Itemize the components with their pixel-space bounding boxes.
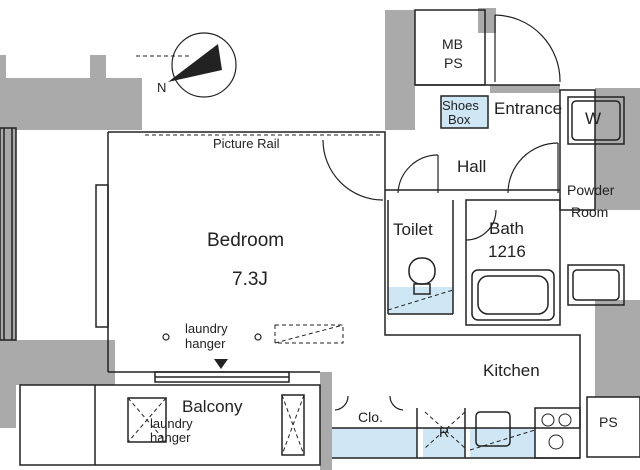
north-compass-icon bbox=[168, 32, 237, 98]
bedroom-size-label: 7.3J bbox=[232, 269, 268, 290]
bath-size-label: 1216 bbox=[488, 242, 526, 261]
balcony-laundry-hanger-line2: hanger bbox=[150, 430, 191, 445]
stove-burners bbox=[541, 413, 572, 450]
wall-lines bbox=[0, 9, 640, 466]
toilet-label: Toilet bbox=[393, 220, 433, 239]
shoes-box-label-line2: Box bbox=[448, 112, 471, 127]
balcony-label: Balcony bbox=[182, 397, 243, 416]
storage-fills bbox=[331, 96, 535, 458]
picture-rail-label: Picture Rail bbox=[213, 136, 280, 151]
refrigerator-label: R bbox=[439, 424, 450, 440]
balcony-laundry-hanger-line1: laundry bbox=[150, 416, 193, 431]
bedroom-laundry-hanger-line1: laundry bbox=[185, 321, 228, 336]
structural-walls bbox=[0, 8, 640, 470]
hall-label: Hall bbox=[457, 157, 487, 176]
mbps-label-line1: MB bbox=[442, 36, 463, 52]
powder-room-label-line1: Powder bbox=[567, 182, 615, 198]
entrance-label: Entrance bbox=[494, 99, 563, 118]
bedroom-label: Bedroom bbox=[207, 230, 285, 251]
mbps-label-line2: PS bbox=[444, 55, 463, 71]
hanger-arrow-marker bbox=[214, 359, 228, 369]
bath-label: Bath bbox=[489, 219, 524, 238]
kitchen-label: Kitchen bbox=[483, 361, 540, 380]
dashed-lines bbox=[127, 55, 536, 456]
ps-label: PS bbox=[599, 414, 618, 430]
powder-room-label-line2: Room bbox=[571, 204, 609, 220]
washer-label: W bbox=[585, 109, 602, 128]
compass-north-label: N bbox=[157, 80, 167, 95]
bedroom-laundry-hanger-line2: hanger bbox=[185, 336, 226, 351]
closet-label: Clo. bbox=[358, 409, 383, 425]
door-swings bbox=[322, 14, 561, 411]
laundry-hanger-hooks bbox=[162, 333, 262, 341]
shoes-box-label-line1: Shoes bbox=[442, 98, 479, 113]
